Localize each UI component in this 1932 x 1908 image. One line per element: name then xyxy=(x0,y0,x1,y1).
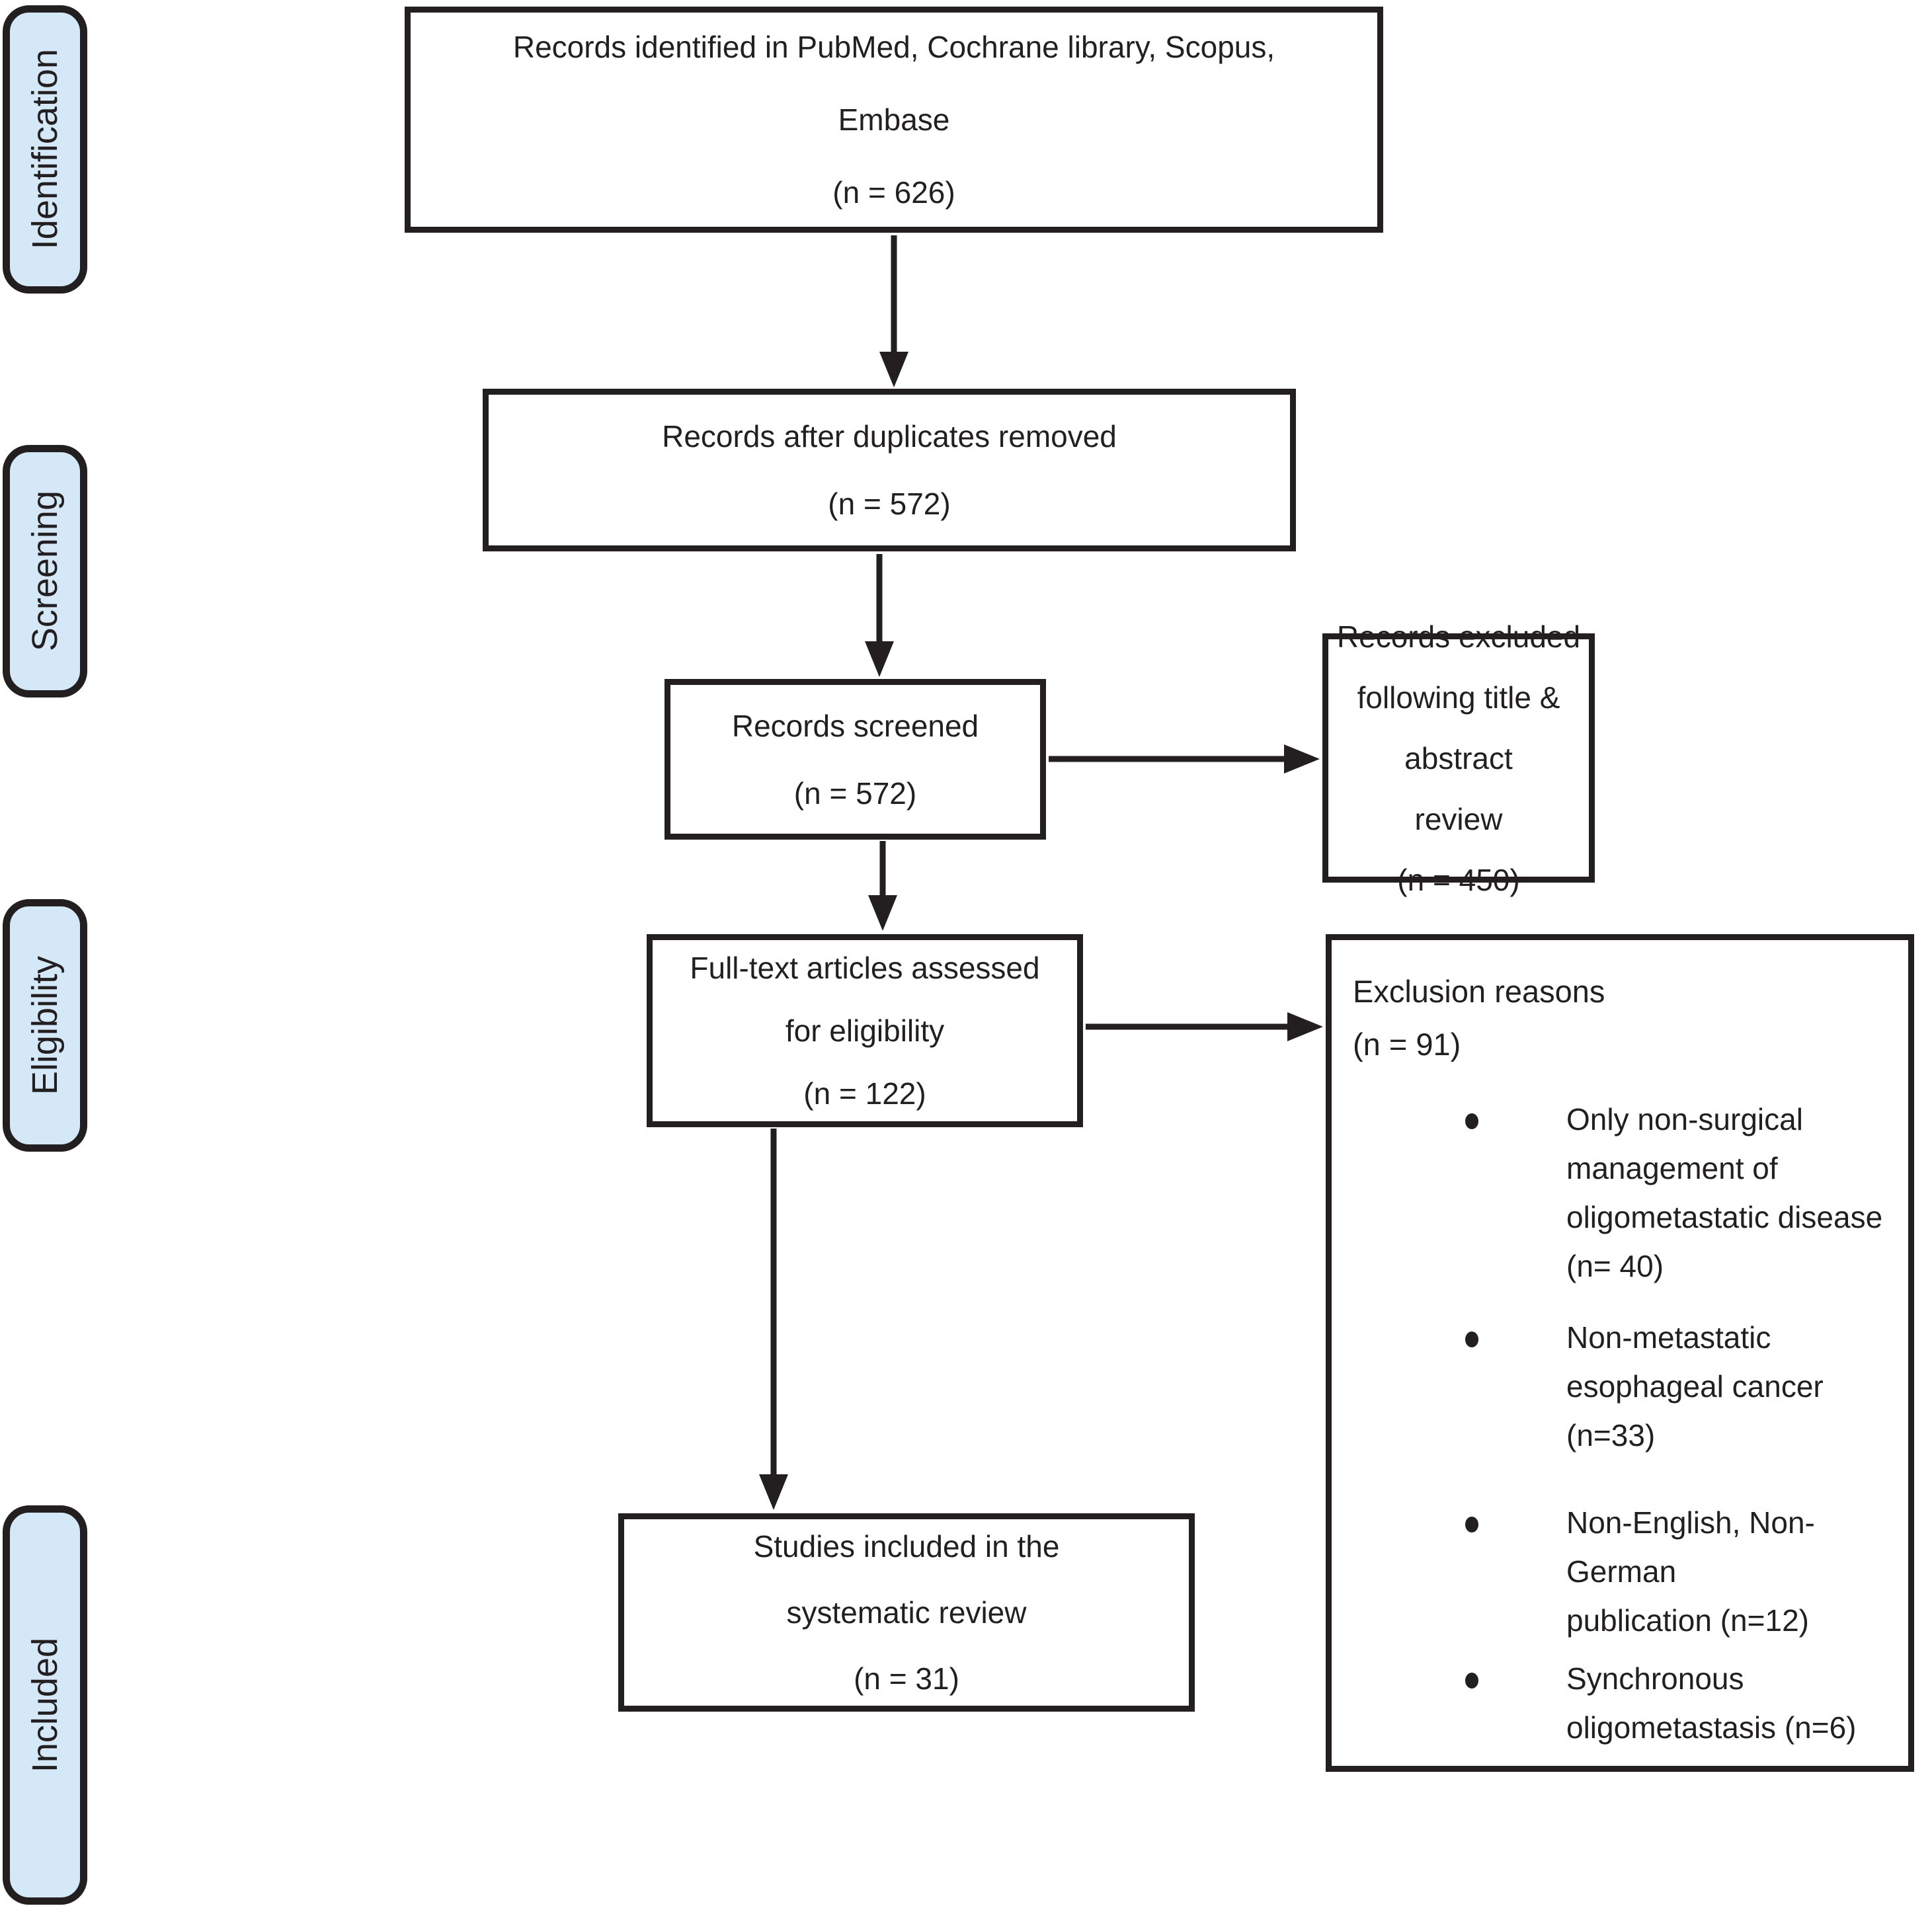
box-fulltext-assessed-text: Full-text articles assessed for eligibil… xyxy=(690,950,1040,1111)
list-item: Non-English, Non-German publication (n=1… xyxy=(1465,1498,1895,1645)
list-item: Synchronous oligometastasis (n=6) xyxy=(1465,1654,1895,1752)
box-studies-included: Studies included in the systematic revie… xyxy=(618,1513,1195,1712)
exclusion-bullet-nonmetastatic: Non-metastatic esophageal cancer (n=33) xyxy=(1566,1320,1824,1452)
box-records-excluded-text: Records excluded following title & abstr… xyxy=(1336,619,1581,897)
exclusion-bullet-language: Non-English, Non-German publication (n=1… xyxy=(1566,1505,1815,1638)
box-records-identified-text: Records identified in PubMed, Cochrane l… xyxy=(512,30,1275,210)
stage-label-included: Included xyxy=(3,1505,87,1905)
stage-label-included-text: Included xyxy=(25,1637,65,1773)
list-item: Non-metastatic esophageal cancer (n=33) xyxy=(1465,1313,1895,1460)
list-item: Only non-surgical management of oligomet… xyxy=(1465,1095,1895,1291)
box-studies-included-text: Studies included in the systematic revie… xyxy=(753,1529,1060,1696)
stage-label-identification: Identification xyxy=(3,5,87,294)
arrow-fulltext-to-included-icon xyxy=(759,1129,788,1510)
box-records-screened-text: Records screened (n = 572) xyxy=(731,708,979,811)
exclusion-reasons-list: Only non-surgical management of oligomet… xyxy=(1353,1095,1895,1752)
box-records-excluded: Records excluded following title & abstr… xyxy=(1322,619,1595,897)
box-exclusion-reasons: Exclusion reasons (n = 91) Only non-surg… xyxy=(1326,934,1914,1772)
arrow-screened-to-excluded-icon xyxy=(1049,744,1320,774)
arrow-fulltext-to-exclusion-icon xyxy=(1086,1012,1323,1041)
stage-label-eligibility: Eligibility xyxy=(3,899,87,1152)
box-duplicates-removed: Records after duplicates removed (n = 57… xyxy=(483,389,1296,551)
stage-label-screening: Screening xyxy=(3,445,87,697)
exclusion-bullet-synchronous: Synchronous oligometastasis (n=6) xyxy=(1566,1661,1857,1745)
box-records-screened: Records screened (n = 572) xyxy=(664,679,1046,840)
exclusion-bullet-nonsurgical: Only non-surgical management of oligomet… xyxy=(1566,1102,1883,1283)
stage-label-identification-text: Identification xyxy=(25,49,65,250)
box-fulltext-assessed: Full-text articles assessed for eligibil… xyxy=(647,934,1083,1127)
arrow-identified-to-duplicates-icon xyxy=(879,235,908,387)
stage-label-eligibility-text: Eligibility xyxy=(25,955,65,1095)
arrow-screened-to-fulltext-icon xyxy=(868,841,897,931)
box-records-identified: Records identified in PubMed, Cochrane l… xyxy=(405,7,1383,233)
stage-label-screening-text: Screening xyxy=(25,491,65,652)
arrow-duplicates-to-screened-icon xyxy=(865,554,894,677)
exclusion-reasons-title: Exclusion reasons xyxy=(1353,974,1605,1009)
box-duplicates-removed-text: Records after duplicates removed (n = 57… xyxy=(662,419,1117,521)
exclusion-reasons-count: (n = 91) xyxy=(1353,1027,1461,1062)
